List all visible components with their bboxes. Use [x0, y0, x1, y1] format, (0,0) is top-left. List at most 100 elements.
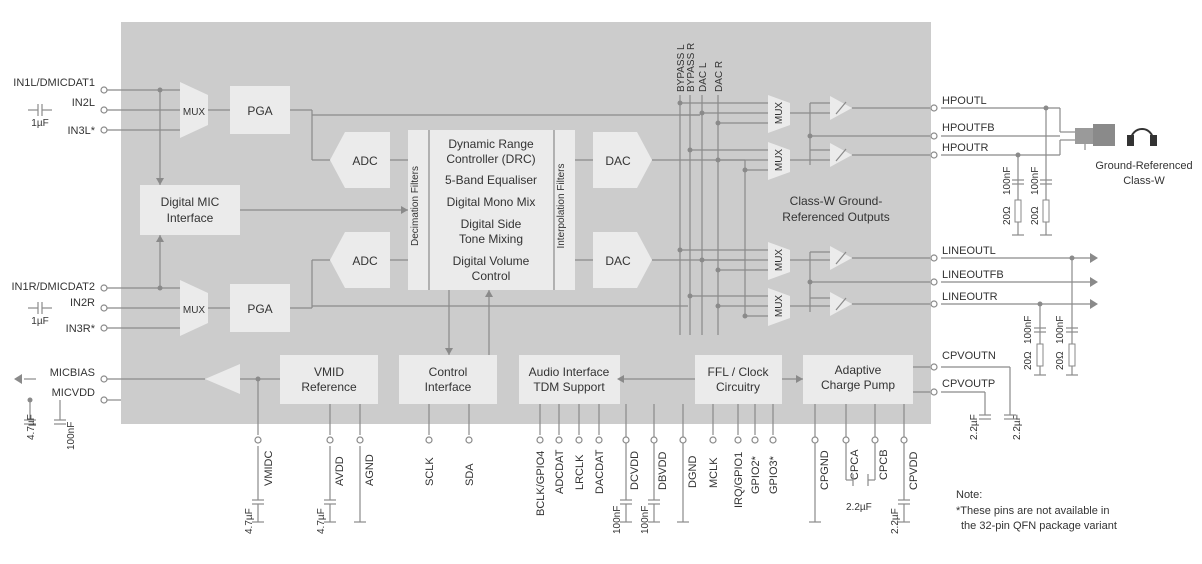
bus-label-dac-r: DAC R — [714, 61, 725, 92]
bus-label-bypass-l: BYPASS L — [676, 44, 687, 92]
charge-pump — [803, 355, 913, 404]
headphone-label-1: Ground-Referenced — [1095, 160, 1192, 172]
cap-2u2-label: 2.2µF — [890, 508, 901, 534]
dac-label: DAC — [605, 154, 631, 168]
mux-left-1 — [180, 82, 208, 138]
aif-label-2: TDM Support — [533, 380, 605, 394]
pin-bclk: BCLK/GPIO4 — [535, 451, 547, 516]
digital-mic-interface — [140, 185, 240, 235]
ctrl-label-1: Control — [429, 365, 468, 379]
ffl-label-1: FFL / Clock — [708, 365, 770, 379]
mux-label: MUX — [774, 249, 785, 272]
vmid-label-2: Reference — [301, 380, 357, 394]
pin-in1l: IN1L/DMICDAT1 — [13, 77, 95, 89]
adc-label: ADC — [352, 254, 378, 268]
pin-lineoutl: LINEOUTL — [942, 245, 996, 257]
adc-label: ADC — [352, 154, 378, 168]
dsp-line-8: Control — [472, 269, 511, 283]
pin-gpio3: GPIO3* — [768, 455, 780, 494]
ffl-label-2: Circuitry — [716, 380, 760, 394]
mux-hpoutl — [768, 95, 790, 133]
pin-avdd: AVDD — [334, 456, 346, 486]
cap-2u2-label: 2.2µF — [846, 502, 872, 513]
cap-100n-label: 100nF — [66, 422, 77, 450]
control-interface — [399, 355, 497, 404]
adc-block-2 — [330, 232, 390, 288]
note-line-2: the 32-pin QFN package variant — [961, 520, 1117, 532]
mux-hpoutr — [768, 142, 790, 180]
bus-label-dac-l: DAC L — [698, 62, 709, 92]
pin-irq: IRQ/GPIO1 — [733, 452, 745, 508]
ffl-clock — [695, 355, 782, 404]
dac-block-1 — [593, 132, 652, 188]
pin-micbias: MICBIAS — [50, 367, 95, 379]
bus-label-bypass-r: BYPASS R — [686, 43, 697, 92]
pga-block-2 — [230, 284, 290, 332]
pin-gpio2: GPIO2* — [750, 455, 762, 494]
pin-lineoutfb: LINEOUTFB — [942, 269, 1004, 281]
dsp-line-4: Digital Mono Mix — [447, 195, 536, 209]
micbias-buffer — [205, 364, 240, 394]
pin-in1r: IN1R/DMICDAT2 — [11, 281, 95, 293]
cap-1uf-label: 1µF — [31, 316, 48, 327]
mux-label: MUX — [774, 102, 785, 125]
cap-2u2-label: 2.2µF — [969, 414, 980, 440]
dsp-line-7: Digital Volume — [453, 254, 530, 268]
vmid-reference — [280, 355, 378, 404]
dsp-line-6: Tone Mixing — [459, 232, 523, 246]
cap-4u7-label: 4.7µF — [244, 508, 255, 534]
cap-100n-label: 100nF — [612, 506, 623, 534]
dac-block-2 — [593, 232, 652, 288]
pin-in2l: IN2L — [72, 97, 95, 109]
dsp-line-2: Controller (DRC) — [446, 152, 535, 166]
res-20-label: 20Ω — [1002, 206, 1013, 225]
pin-agnd: AGND — [364, 454, 376, 486]
classw-label-1: Class-W Ground- — [790, 194, 883, 208]
mux-lineoutr — [768, 288, 790, 326]
pin-hpoutl: HPOUTL — [942, 95, 987, 107]
dmic-label-2: Interface — [167, 211, 214, 225]
pga-label: PGA — [247, 104, 272, 118]
pin-lineoutr: LINEOUTR — [942, 291, 998, 303]
dmic-label-1: Digital MIC — [161, 195, 220, 209]
cp-label-1: Adaptive — [835, 363, 882, 377]
interpolation-label: Interpolation Filters — [556, 163, 567, 248]
cap-4u7-label: 4.7µF — [316, 508, 327, 534]
cap-100n-label: 100nF — [1002, 167, 1013, 195]
arrow-right-icon — [1090, 253, 1098, 263]
pin-adcdat: ADCDAT — [554, 449, 566, 494]
cap-4u7-label: 4.7µF — [26, 414, 37, 440]
dsp-line-1: Dynamic Range — [448, 137, 534, 151]
cap-1uf-label: 1µF — [31, 118, 48, 129]
dac-label: DAC — [605, 254, 631, 268]
vmid-label-1: VMID — [314, 365, 344, 379]
pin-dgnd: DGND — [687, 456, 699, 488]
pin-lrclk: LRCLK — [574, 454, 586, 490]
mux-label: MUX — [774, 295, 785, 318]
pin-cpvdd: CPVDD — [908, 451, 920, 490]
pin-in3l: IN3L* — [67, 125, 95, 137]
headphone-jack-icon — [1075, 124, 1115, 146]
pga-label: PGA — [247, 302, 272, 316]
note-title: Note: — [956, 489, 982, 501]
res-20-label: 20Ω — [1023, 351, 1034, 370]
cap-100n-label: 100nF — [640, 506, 651, 534]
classw-label-2: Referenced Outputs — [782, 210, 889, 224]
arrow-right-icon — [1090, 299, 1098, 309]
pga-block-1 — [230, 86, 290, 134]
pin-cpvoutp: CPVOUTP — [942, 378, 995, 390]
dsp-line-3: 5-Band Equaliser — [445, 173, 537, 187]
mux-label: MUX — [774, 149, 785, 172]
pin-cpca: CPCA — [849, 449, 861, 480]
pin-vmidc: VMIDC — [263, 451, 275, 487]
cap-100n-label: 100nF — [1055, 316, 1066, 344]
ctrl-label-2: Interface — [425, 380, 472, 394]
arrow-right-icon — [1090, 277, 1098, 287]
mux-label: MUX — [183, 305, 206, 316]
pin-in3r: IN3R* — [66, 323, 96, 335]
decimation-label: Decimation Filters — [410, 166, 421, 246]
mux-label: MUX — [183, 107, 206, 118]
pin-cpvoutn: CPVOUTN — [942, 350, 996, 362]
pin-mclk: MCLK — [708, 457, 720, 488]
